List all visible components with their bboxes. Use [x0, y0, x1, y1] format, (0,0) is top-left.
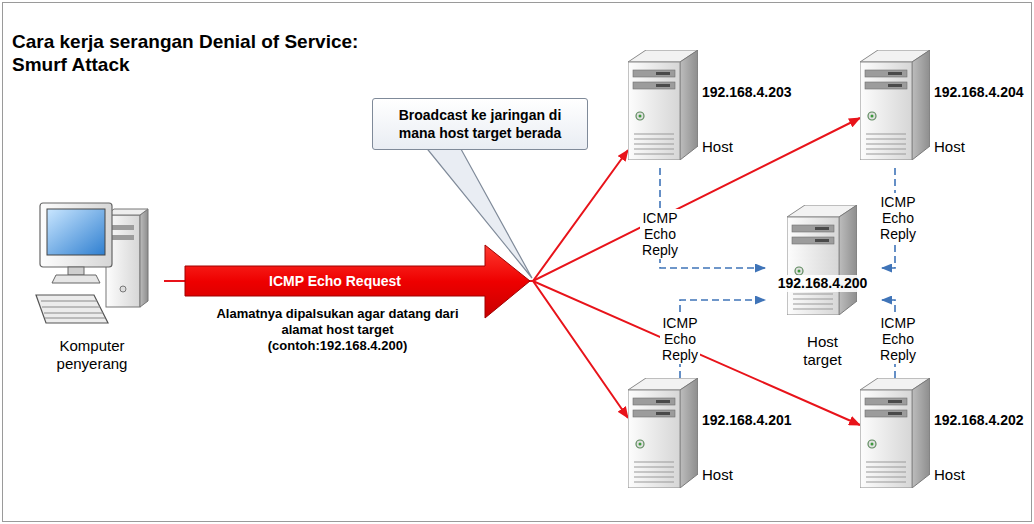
- callout-text: Broadcast ke jaringan di mana host targe…: [381, 106, 579, 142]
- ip-address: 192.168.4.202: [934, 412, 1024, 429]
- host-label: Host: [934, 466, 965, 484]
- edge-label: ICMP Echo Reply: [640, 209, 680, 259]
- arrow-label: ICMP Echo Request: [200, 272, 470, 290]
- icon-use: [860, 378, 930, 488]
- server-icon: [860, 50, 930, 160]
- ip-address: 192.168.4.201: [702, 412, 792, 429]
- edge-label: ICMP Echo Reply: [660, 314, 700, 364]
- attack-arrow: [164, 150, 628, 281]
- icon-use: [787, 205, 857, 315]
- host-label: Host: [934, 138, 965, 156]
- attacker-computer: Komputer penyerang: [22, 195, 164, 385]
- host-label: Host: [702, 138, 733, 156]
- ip-address: 192.168.4.200: [765, 275, 880, 292]
- ip-address: 192.168.4.203: [702, 84, 792, 101]
- host-server: 192.168.4.204Host: [860, 50, 1032, 168]
- spoof-note: Alamatnya dipalsukan agar datang dari al…: [215, 306, 460, 354]
- target-label: Host target: [790, 333, 855, 369]
- icon-use: [628, 378, 698, 488]
- icon-use: [628, 50, 698, 160]
- ip-address: 192.168.4.204: [934, 84, 1024, 101]
- target-server: 192.168.4.200Host target: [765, 205, 882, 380]
- callout-tail: [420, 140, 532, 278]
- attacker-label: Komputer penyerang: [22, 337, 162, 373]
- host-label: Host: [702, 466, 733, 484]
- edge-label: ICMP Echo Reply: [878, 314, 918, 364]
- attack-arrow: [164, 281, 860, 425]
- attack-arrow: [164, 281, 628, 418]
- diagram-title: Cara kerja serangan Denial of Service: S…: [12, 30, 402, 76]
- host-server: 192.168.4.202Host: [860, 378, 1032, 496]
- server-icon: [787, 205, 857, 315]
- icon-use: [860, 50, 930, 160]
- computer-icon: [32, 199, 152, 329]
- server-icon: [628, 50, 698, 160]
- server-icon: [860, 378, 930, 488]
- broadcast-callout: Broadcast ke jaringan di mana host targe…: [372, 98, 588, 150]
- server-icon: [628, 378, 698, 488]
- host-server: 192.168.4.201Host: [628, 378, 800, 496]
- host-server: 192.168.4.203Host: [628, 50, 800, 168]
- edge-label: ICMP Echo Reply: [878, 193, 918, 243]
- icon-use: [36, 203, 148, 323]
